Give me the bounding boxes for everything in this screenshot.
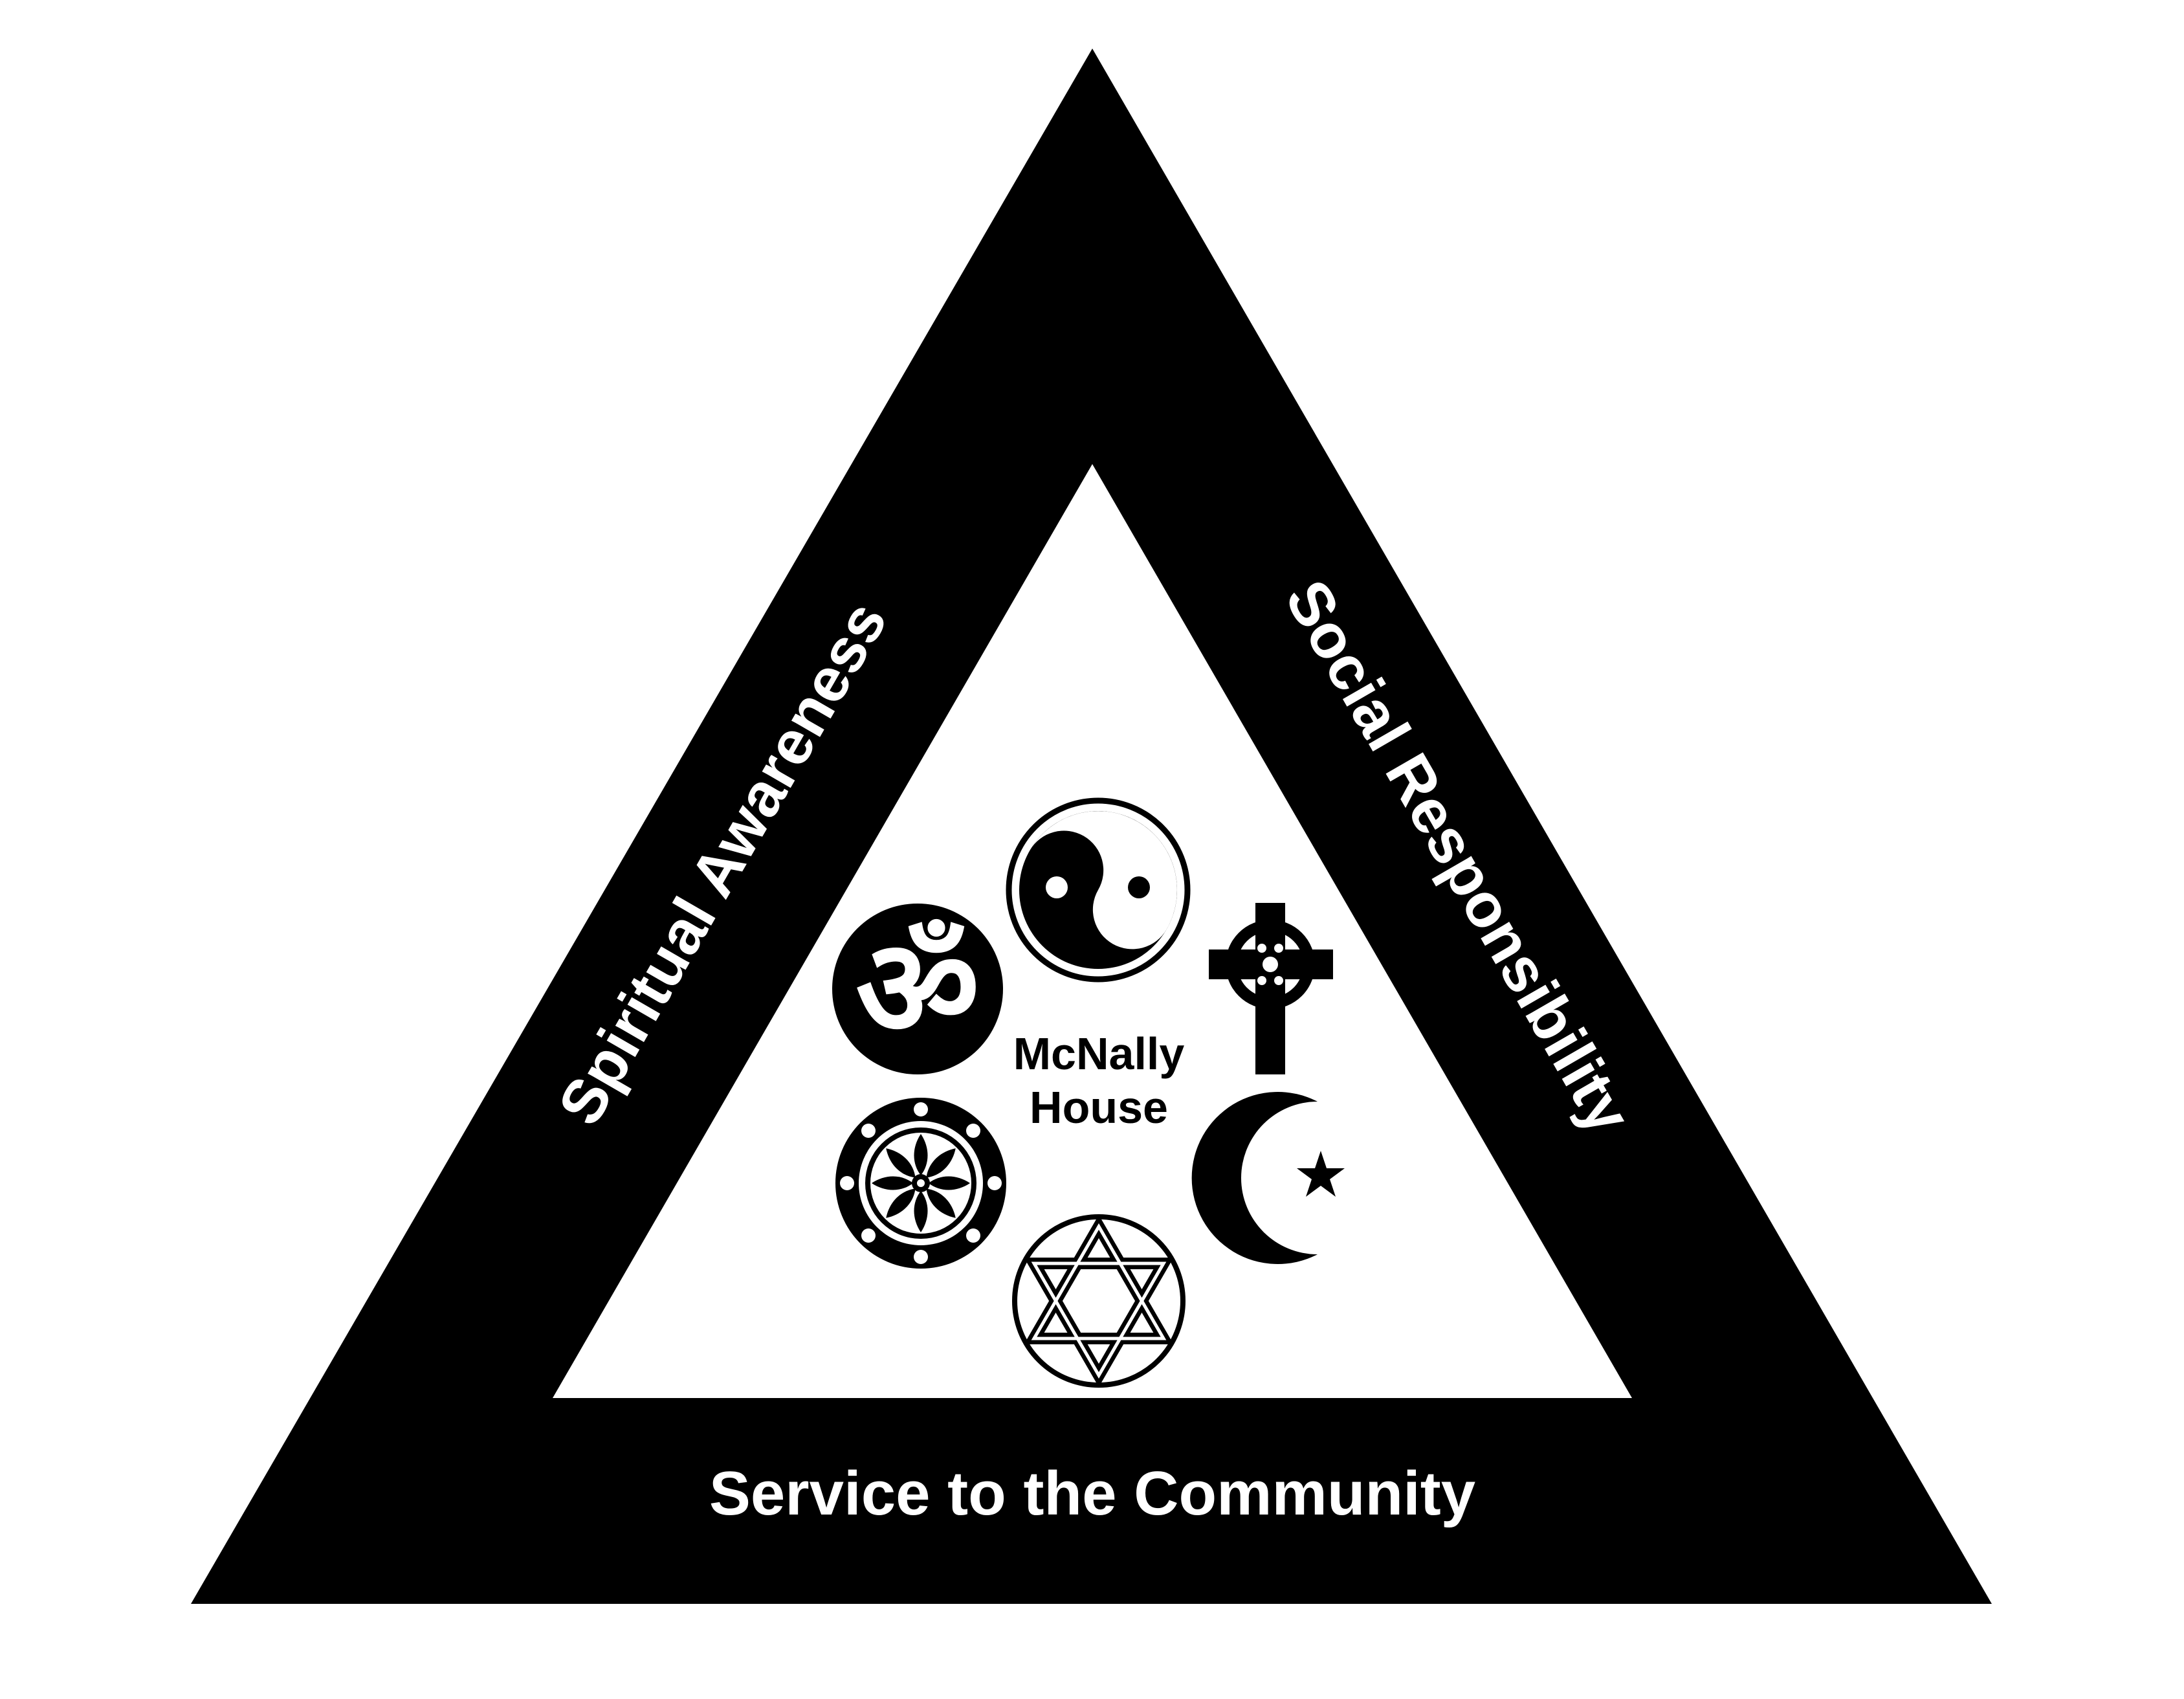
om-symbol-icon: ॐ <box>832 904 1003 1074</box>
center-label-line2: House <box>1030 1082 1168 1133</box>
celtic-cross-icon <box>1209 903 1333 1074</box>
star-of-david-icon <box>1012 1214 1186 1388</box>
base-label: Service to the Community <box>709 1459 1475 1528</box>
dharma-wheel-icon <box>835 1098 1006 1269</box>
triangle-frame <box>191 49 1992 1604</box>
crescent-star-icon <box>1191 1092 1345 1265</box>
om-glyph: ॐ <box>855 909 980 1068</box>
yin-yang-icon <box>1006 797 1191 983</box>
center-label-line1: McNally <box>1013 1028 1185 1079</box>
